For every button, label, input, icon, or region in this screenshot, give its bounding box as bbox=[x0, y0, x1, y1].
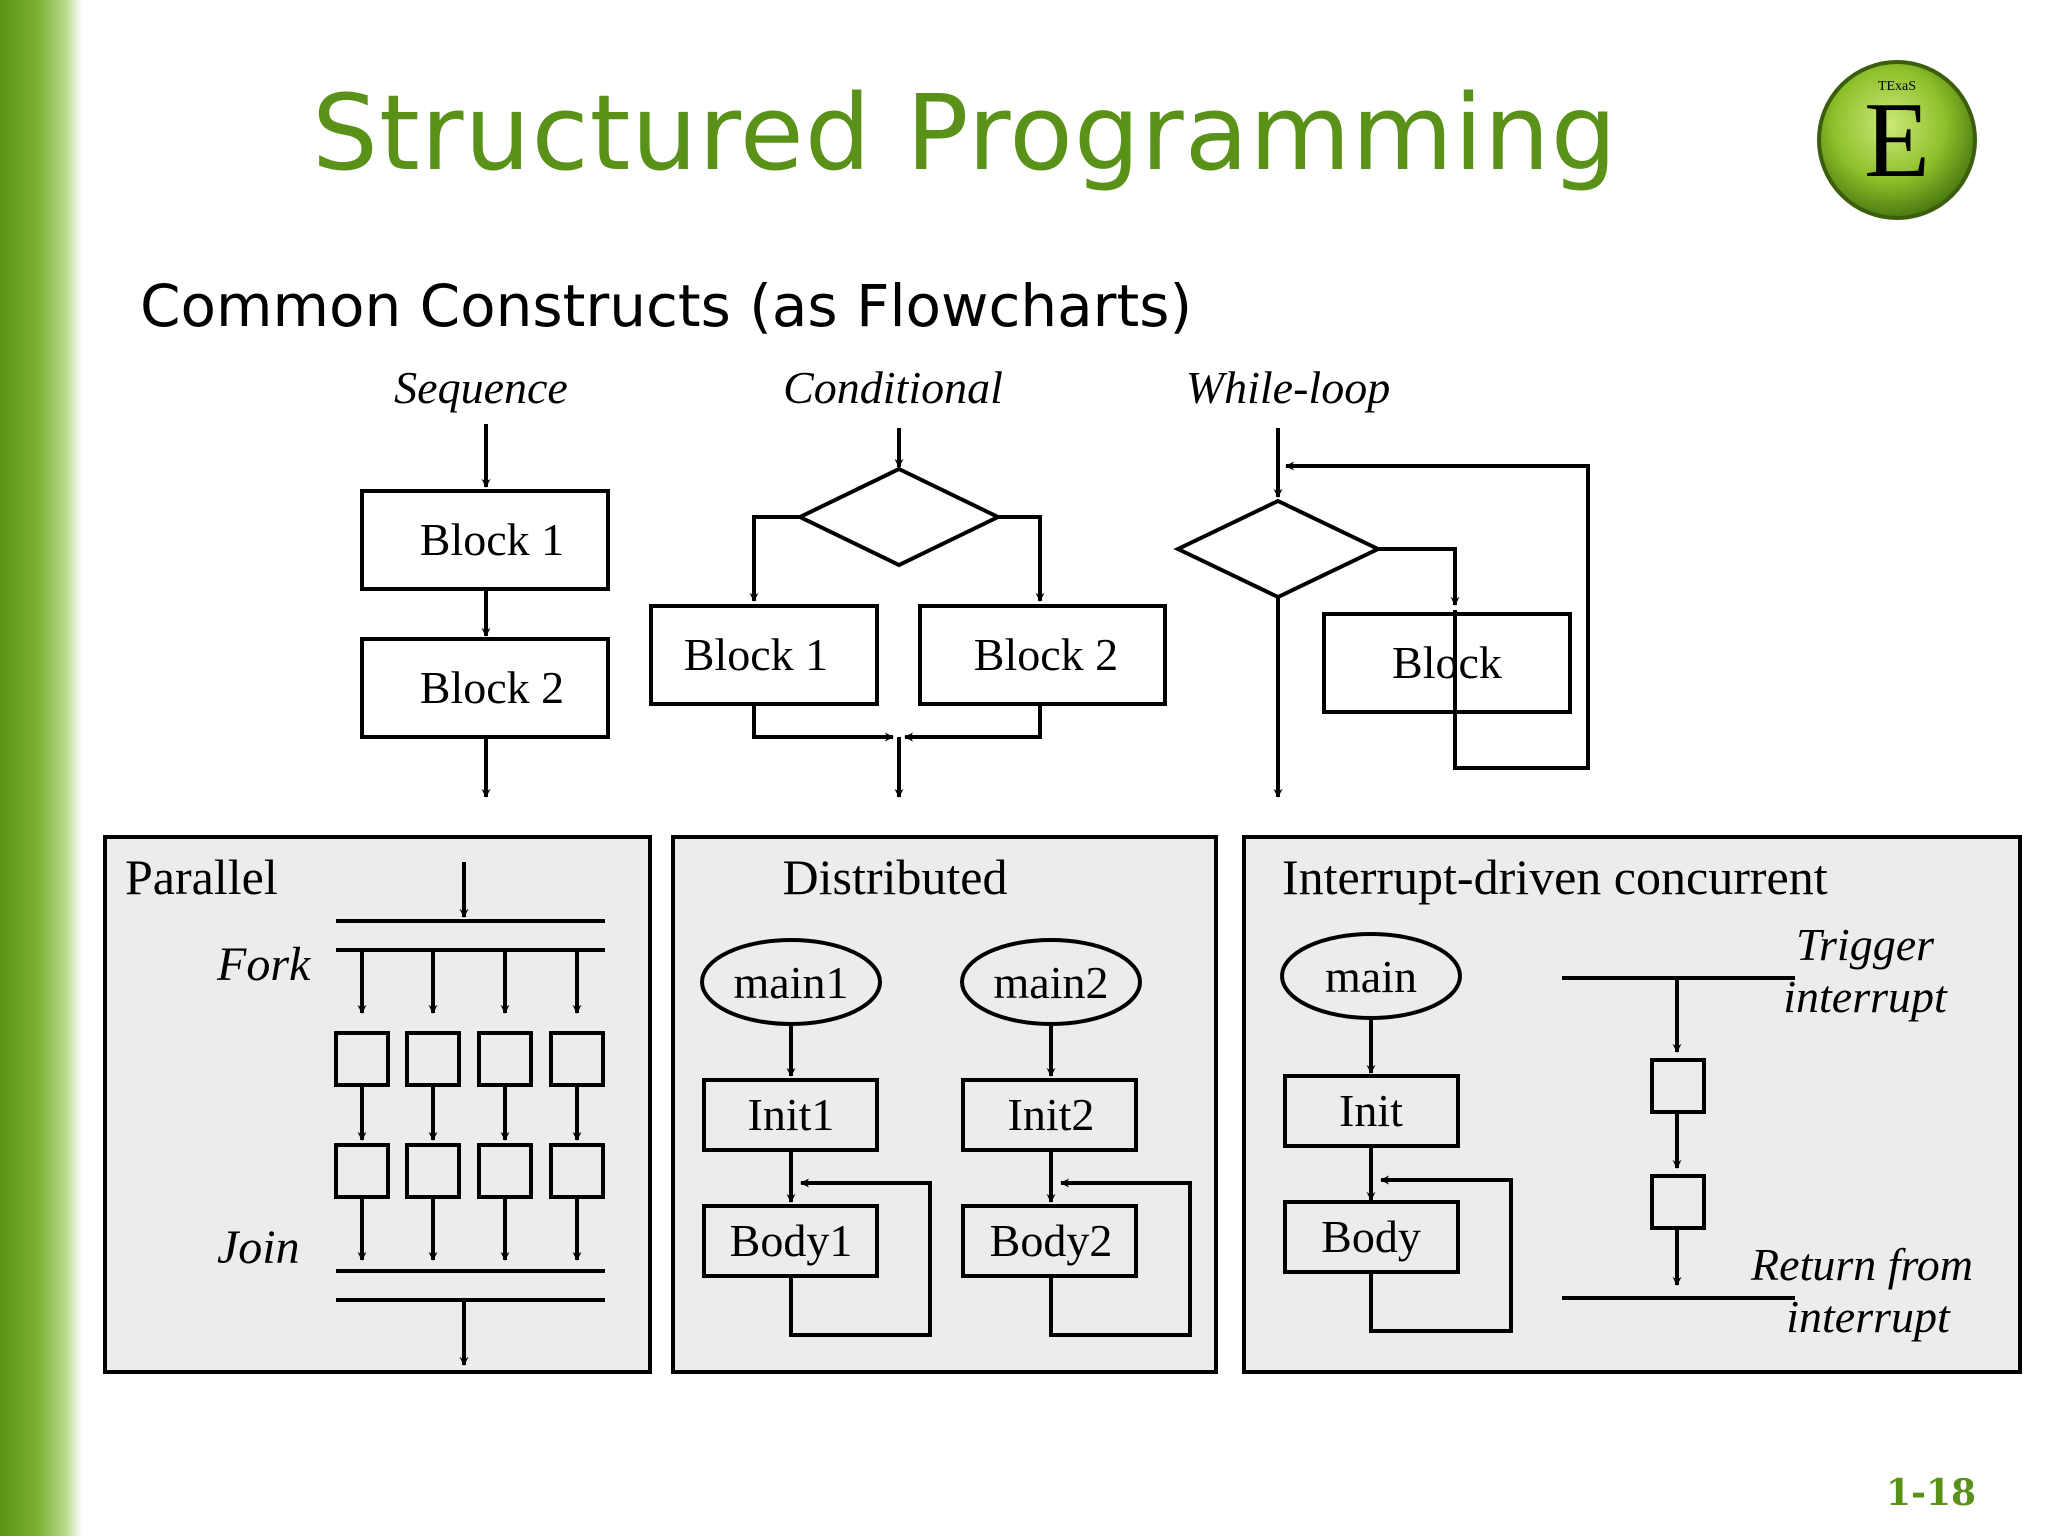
while-loop-label: While-loop bbox=[1186, 362, 1390, 413]
page-number: 1-18 bbox=[1886, 1472, 1977, 1514]
parallel-panel bbox=[103, 835, 652, 1374]
slide-subtitle: Common Constructs (as Flowcharts) bbox=[140, 272, 1193, 340]
sequence-block1-label: Block 1 bbox=[420, 514, 564, 565]
conditional-block1 bbox=[649, 604, 879, 706]
parallel-label: Parallel bbox=[125, 849, 278, 905]
while-block-label: Block bbox=[1392, 637, 1502, 688]
return-label-1: Return from bbox=[1750, 1239, 1973, 1290]
trigger-label-1: Trigger bbox=[1796, 919, 1935, 970]
sequence-block2-label: Block 2 bbox=[420, 662, 564, 713]
parallel-flowchart bbox=[334, 862, 605, 1366]
logo-letter: E bbox=[1864, 81, 1930, 200]
main2-label: main2 bbox=[994, 957, 1109, 1008]
init-label: Init bbox=[1339, 1085, 1403, 1136]
body1-label: Body1 bbox=[730, 1215, 853, 1266]
conditional-block2 bbox=[918, 604, 1167, 706]
distributed-flowchart bbox=[700, 938, 1192, 1337]
logo-top-text: TExaS bbox=[1878, 79, 1916, 94]
conditional-flowchart bbox=[649, 428, 1167, 798]
body2-label: Body2 bbox=[990, 1215, 1113, 1266]
conditional-decision-diamond bbox=[795, 466, 1003, 568]
sequence-label: Sequence bbox=[394, 362, 568, 413]
sequence-flowchart bbox=[360, 424, 610, 798]
conditional-block2-label: Block 2 bbox=[974, 629, 1118, 680]
fork-label: Fork bbox=[216, 938, 312, 991]
interrupt-panel bbox=[1242, 835, 2022, 1374]
texas-logo: E TExaS bbox=[1817, 60, 1977, 220]
join-arrows bbox=[357, 1197, 582, 1261]
interrupt-label: Interrupt-driven concurrent bbox=[1282, 849, 1828, 905]
while-loop-flowchart bbox=[1173, 428, 1590, 798]
while-decision-diamond bbox=[1173, 498, 1383, 600]
body-label: Body bbox=[1321, 1211, 1421, 1262]
main-label: main bbox=[1325, 951, 1417, 1002]
slide-title: Structured Programming bbox=[312, 72, 1618, 194]
return-label-2: interrupt bbox=[1786, 1291, 1951, 1342]
trigger-label-2: interrupt bbox=[1783, 971, 1948, 1022]
interrupt-flowchart bbox=[1280, 932, 1795, 1333]
distributed-panel bbox=[671, 835, 1218, 1374]
init2-label: Init2 bbox=[1008, 1089, 1095, 1140]
join-label: Join bbox=[217, 1221, 300, 1274]
distributed-label: Distributed bbox=[783, 849, 1008, 905]
left-gradient-bar bbox=[0, 0, 82, 1536]
while-block bbox=[1322, 612, 1572, 714]
fork-arrows bbox=[357, 950, 582, 1014]
main1-label: main1 bbox=[734, 957, 849, 1008]
conditional-label: Conditional bbox=[783, 362, 1003, 413]
init1-label: Init1 bbox=[748, 1089, 835, 1140]
conditional-block1-label: Block 1 bbox=[684, 629, 828, 680]
